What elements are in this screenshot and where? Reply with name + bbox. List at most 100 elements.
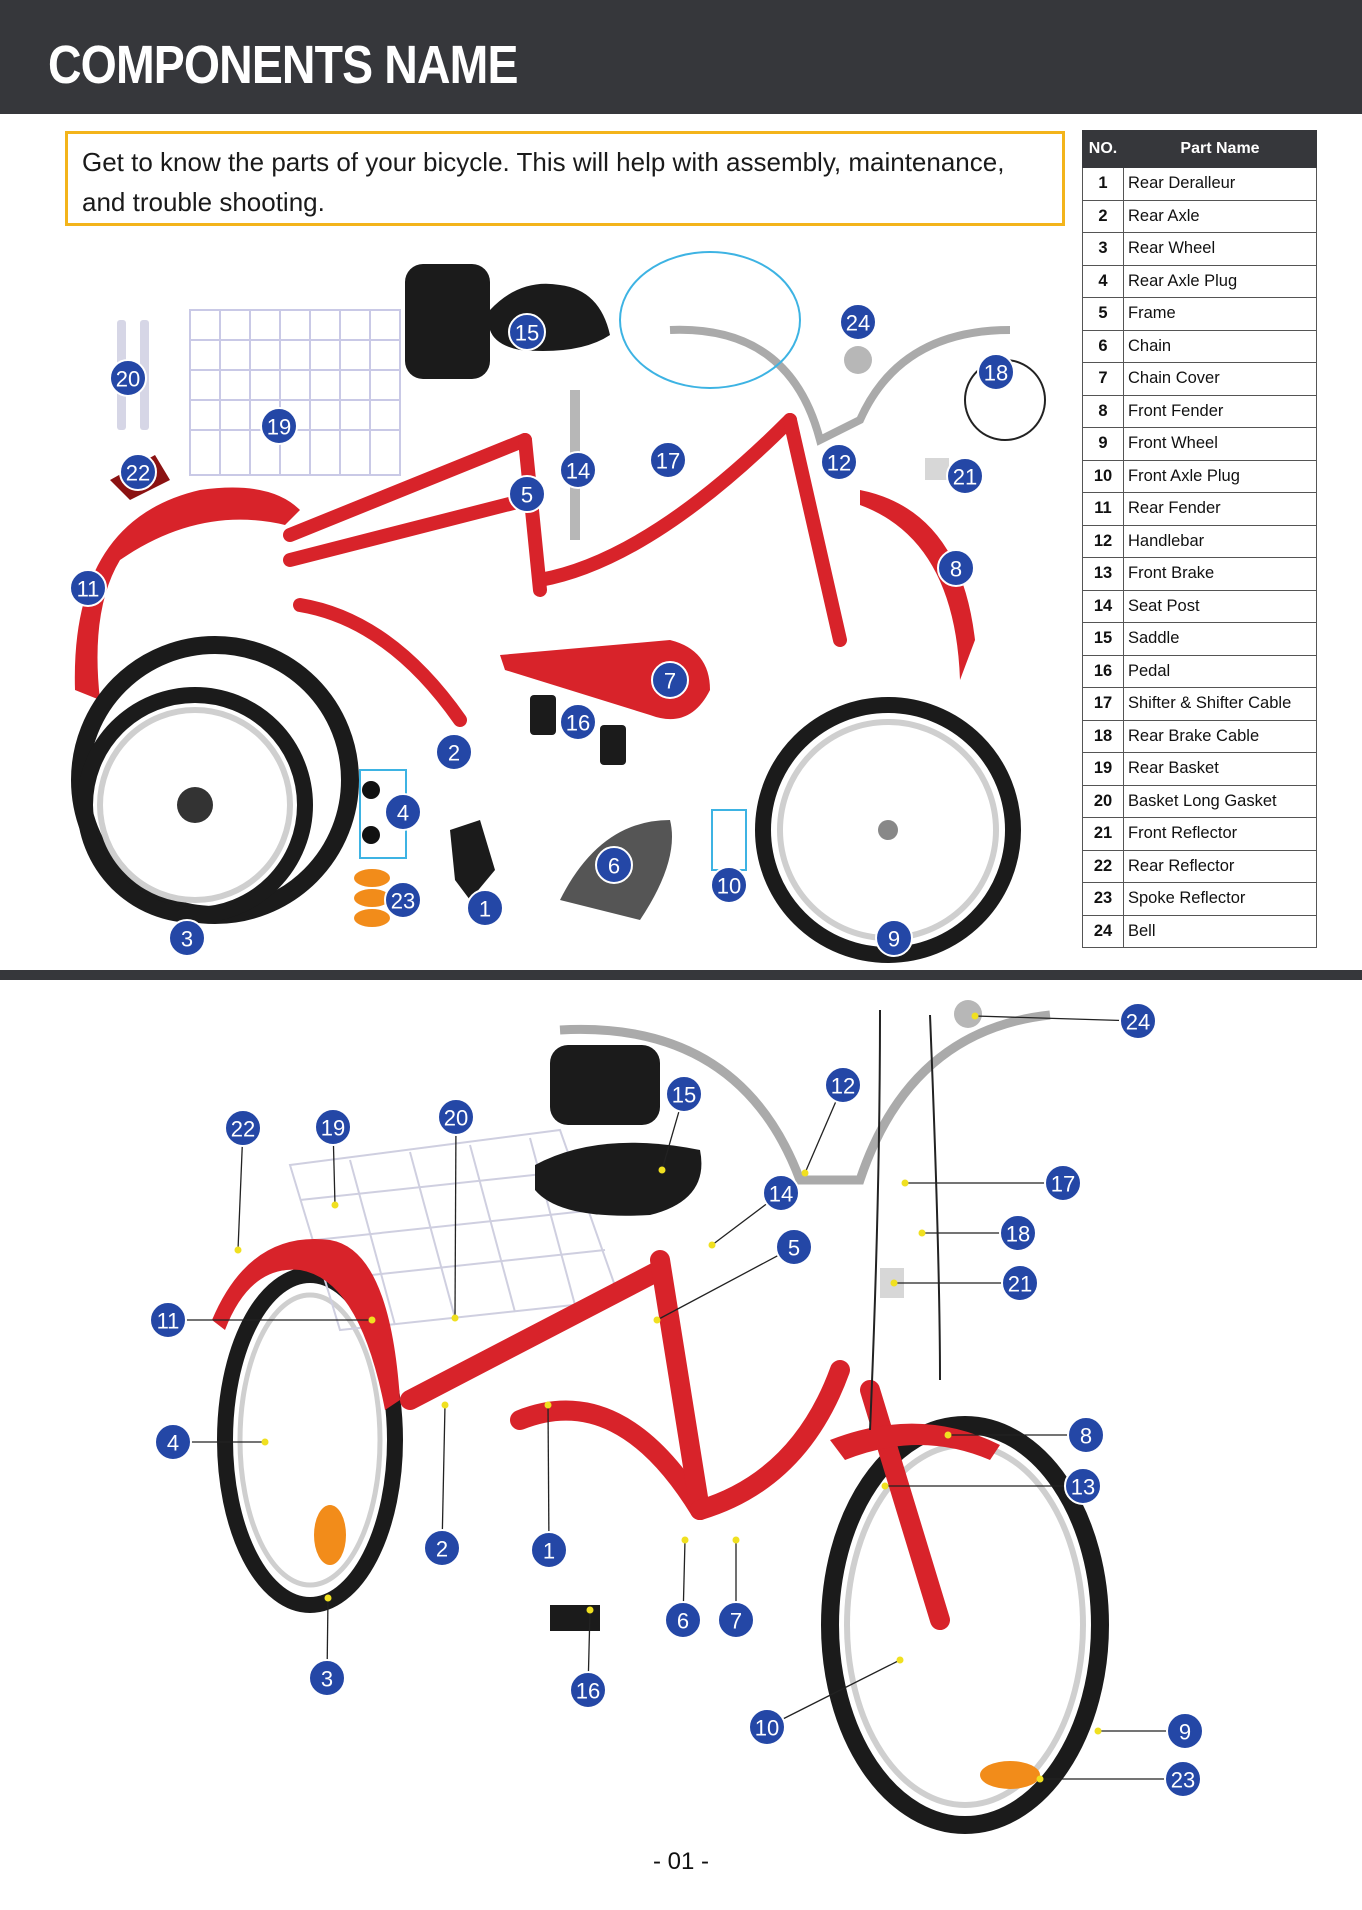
badge-circle (559, 703, 597, 741)
badge-circle (508, 313, 546, 351)
badge-number: 17 (1051, 1172, 1075, 1197)
frame-illustration (283, 413, 847, 727)
callout-anchor-dot (1036, 1775, 1044, 1783)
part-name: Front Wheel (1123, 427, 1317, 461)
callout-anchor-dot (261, 1438, 269, 1446)
badge-circle (559, 451, 597, 489)
badge-circle (384, 881, 422, 919)
badge-number: 19 (321, 1116, 345, 1141)
badge-number: 21 (953, 465, 977, 490)
assembled-frame-illustration (400, 1250, 950, 1630)
badge-number: 14 (769, 1182, 793, 1207)
part-name: Bell (1123, 914, 1317, 948)
part-callout-badge: 1 (466, 889, 504, 927)
pedal-illustration (530, 695, 626, 765)
badge-circle (168, 919, 206, 957)
table-header-row: NO. Part Name (1082, 130, 1317, 168)
callout-leader-line (587, 1609, 591, 1691)
badge-number: 7 (664, 669, 676, 694)
callout-leader-line (441, 1404, 446, 1549)
badge-number: 24 (846, 311, 870, 336)
rear-basket-illustration (189, 309, 401, 476)
part-callout-badge: 15 (508, 313, 546, 351)
part-number: 6 (1082, 329, 1124, 363)
part-name: Front Reflector (1123, 817, 1317, 851)
badge-circle (423, 1529, 461, 1567)
callout-leader-line (237, 1127, 244, 1251)
callout-anchor-dot (901, 1179, 909, 1187)
part-callout-badge: 19 (314, 1108, 352, 1146)
badge-number: 23 (391, 889, 415, 914)
badge-number: 16 (566, 711, 590, 736)
callout-anchor-dot (658, 1166, 666, 1174)
badge-circle (569, 1671, 607, 1709)
badge-circle (384, 793, 422, 831)
callout-leader-line (804, 1084, 844, 1174)
intro-text: Get to know the parts of your bicycle. T… (82, 147, 1005, 217)
badge-number: 5 (521, 483, 533, 508)
badge-number: 20 (116, 367, 140, 392)
callout-anchor-dot (971, 1012, 979, 1020)
rear-wheels-illustration (71, 636, 359, 924)
badge-number: 23 (1171, 1768, 1195, 1793)
callout-leader-line (711, 1192, 782, 1246)
callout-leader-line (682, 1539, 686, 1621)
badge-circle (149, 1301, 187, 1339)
assembled-front-wheel-illustration (821, 1416, 1109, 1834)
callout-anchor-dot (441, 1401, 449, 1409)
part-name: Rear Wheel (1123, 232, 1317, 266)
part-number: 11 (1082, 492, 1124, 526)
badge-number: 18 (1006, 1222, 1030, 1247)
badge-circle (508, 475, 546, 513)
page-number: - 01 - (652, 1848, 709, 1875)
assembled-rear-wheel-illustration (217, 1267, 403, 1613)
part-callout-badge: 15 (665, 1075, 703, 1113)
assembled-brake-cable-illustration (929, 1014, 941, 1381)
badge-number: 20 (444, 1106, 468, 1131)
badge-number: 12 (827, 451, 851, 476)
part-callout-badge: 6 (595, 846, 633, 884)
part-callout-badge: 16 (559, 703, 597, 741)
badge-circle (946, 457, 984, 495)
part-number: 1 (1082, 167, 1124, 201)
badge-number: 4 (167, 1431, 179, 1456)
badge-number: 16 (576, 1679, 600, 1704)
spoke-reflector-illustration (354, 869, 390, 927)
badge-circle (1119, 1002, 1157, 1040)
part-number: 16 (1082, 654, 1124, 688)
badge-number: 22 (126, 461, 150, 486)
assembled-bell-illustration (954, 1000, 982, 1028)
badge-circle (435, 733, 473, 771)
part-number: 2 (1082, 199, 1124, 233)
part-callout-badge: 2 (435, 733, 473, 771)
badge-number: 18 (984, 361, 1008, 386)
badge-number: 24 (1126, 1010, 1150, 1035)
chain-cover-illustration (500, 640, 710, 720)
badge-circle (775, 1228, 813, 1266)
callout-anchor-dot (918, 1229, 926, 1237)
part-callout-badge: 7 (717, 1601, 755, 1639)
part-callout-badge: 18 (999, 1214, 1037, 1252)
badge-circle (314, 1108, 352, 1146)
part-callout-badge: 23 (1164, 1760, 1202, 1798)
assembled-seat-illustration (535, 1045, 702, 1216)
part-name: Rear Deralleur (1123, 167, 1317, 201)
part-number: 12 (1082, 524, 1124, 558)
part-callout-badge: 14 (559, 451, 597, 489)
assembled-handlebar-illustration (559, 1010, 1051, 1185)
badge-circle (762, 1174, 800, 1212)
badge-circle (875, 919, 913, 957)
callout-leader-line (332, 1126, 336, 1206)
part-callout-badge: 20 (109, 359, 147, 397)
badge-circle (937, 549, 975, 587)
badge-number: 9 (888, 927, 900, 952)
badge-number: 17 (656, 449, 680, 474)
rear-derailleur-illustration (450, 820, 495, 900)
badge-number: 9 (1179, 1720, 1191, 1745)
